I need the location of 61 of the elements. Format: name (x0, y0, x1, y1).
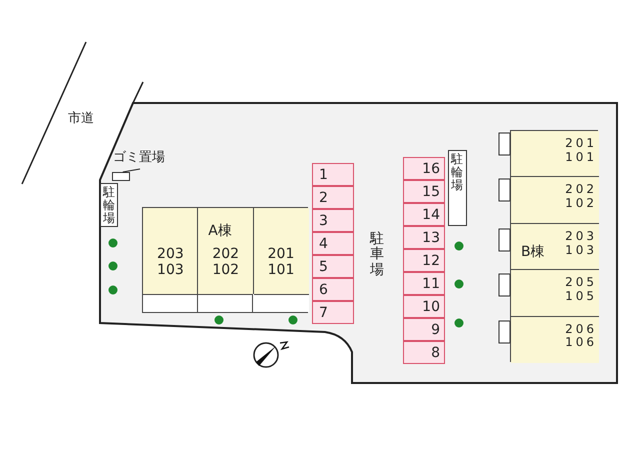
parking-space (403, 157, 445, 180)
leader-line (122, 168, 140, 172)
road-label: 市道 (68, 112, 94, 127)
parking-space (403, 203, 445, 226)
parking-space (403, 272, 445, 295)
parking-space (312, 255, 354, 278)
unit-number: 201 101 (564, 137, 597, 165)
space-number: 14 (422, 207, 440, 224)
unit-number: 205 105 (564, 276, 597, 304)
space-number: 8 (431, 345, 440, 362)
space-number: 9 (431, 322, 440, 338)
space-number: 11 (422, 276, 440, 292)
unit-number: 202 102 (564, 183, 597, 211)
space-number: 7 (319, 305, 328, 322)
space-number: 10 (422, 299, 440, 316)
trash-area-box (112, 172, 130, 181)
area-label: 駐車場 (370, 232, 384, 278)
parking-space (403, 295, 445, 318)
unit-number: 202 102 (211, 246, 240, 278)
parking-space (312, 232, 354, 255)
unit-number: 206 106 (564, 322, 597, 350)
apartment-building (510, 130, 598, 362)
bicycle-parking-box (448, 150, 467, 226)
apartment-unit (511, 177, 599, 224)
facility-label: 駐輪場 (451, 153, 463, 193)
space-number: 1 (319, 167, 328, 184)
apartment-unit (143, 208, 198, 294)
space-number: 3 (319, 213, 328, 230)
parking-space (312, 163, 354, 186)
space-number: 5 (319, 259, 328, 276)
apartment-unit (511, 316, 599, 363)
parking-space (312, 278, 354, 301)
parking-space (312, 186, 354, 209)
apartment-unit (254, 208, 309, 294)
parking-space (312, 209, 354, 232)
parking-space (403, 226, 445, 249)
apartment-unit (511, 224, 599, 270)
parking-space (312, 301, 354, 324)
apartment-building (142, 207, 308, 313)
space-number: 15 (422, 184, 440, 200)
building-label: B棟 (521, 244, 545, 260)
space-number: 13 (422, 230, 440, 246)
space-number: 12 (422, 253, 440, 270)
space-number: 2 (319, 190, 328, 206)
building-label: A棟 (208, 223, 232, 240)
parking-space (403, 341, 445, 364)
unit-number: 203 103 (156, 246, 185, 278)
apartment-unit (511, 131, 599, 178)
parking-space (403, 180, 445, 203)
parking-space (403, 249, 445, 272)
parking-space (403, 318, 445, 341)
apartment-unit (511, 270, 599, 317)
unit-number: 203 103 (564, 230, 597, 258)
unit-number: 201 101 (266, 246, 296, 278)
space-number: 6 (319, 282, 328, 298)
facility-label: 駐輪場 (103, 186, 115, 226)
bicycle-parking-box (100, 183, 118, 227)
facility-label: ゴミ置場 (113, 151, 165, 166)
apartment-unit (198, 208, 254, 294)
space-number: 4 (319, 236, 328, 252)
space-number: 16 (422, 161, 440, 178)
